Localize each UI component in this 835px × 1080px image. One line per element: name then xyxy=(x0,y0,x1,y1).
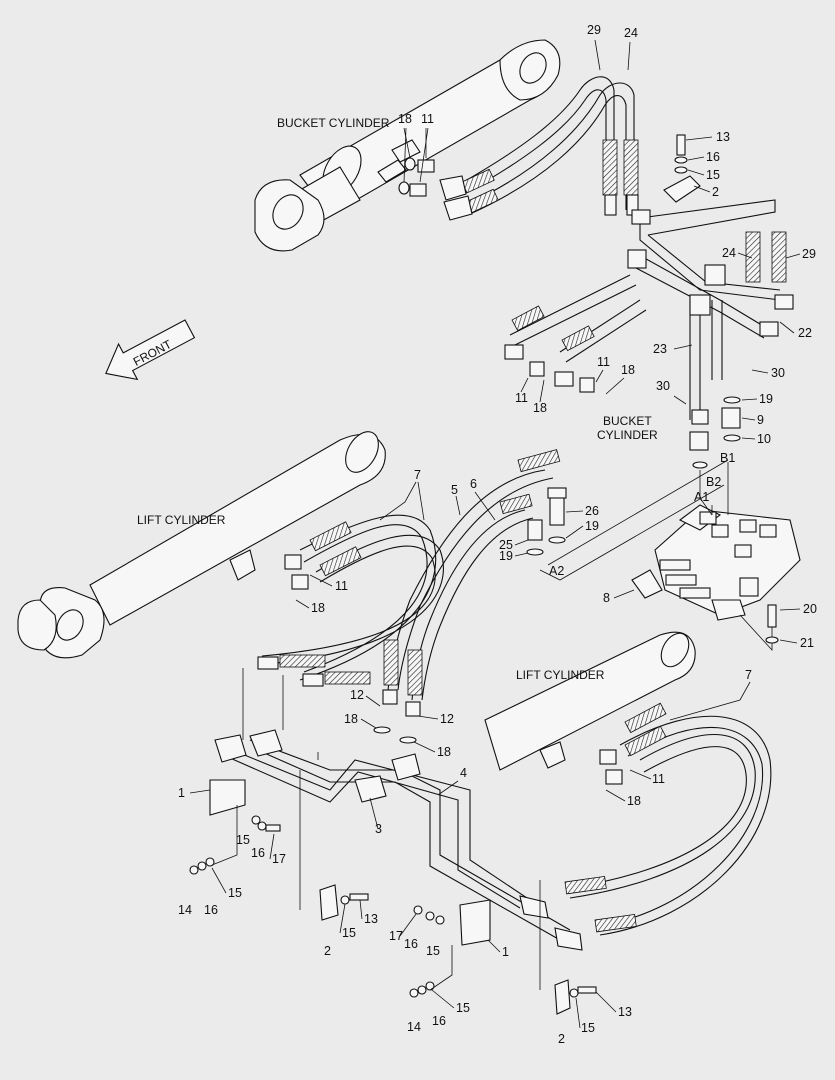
text-labels: BUCKET CYLINDER BUCKET CYLINDER LIFT CYL… xyxy=(131,116,735,682)
callout: 12 xyxy=(350,688,364,702)
callout: 3 xyxy=(375,822,382,836)
label-bucket-mid-1: BUCKET xyxy=(603,414,652,428)
callout: 30 xyxy=(656,379,670,393)
callout: 7 xyxy=(745,668,752,682)
hose-mid-bucket xyxy=(504,274,647,393)
callout: 16 xyxy=(251,846,265,860)
callout: 17 xyxy=(389,929,403,943)
callout: 2 xyxy=(712,185,719,199)
lift-cylinder-left xyxy=(17,431,386,659)
label-bucket-cylinder-top: BUCKET CYLINDER xyxy=(277,116,390,130)
callout-leaders xyxy=(189,39,801,1029)
callout: 5 xyxy=(451,483,458,497)
callout: 17 xyxy=(272,852,286,866)
callout: 4 xyxy=(460,766,467,780)
callout: 11 xyxy=(515,391,528,405)
hose-7-left xyxy=(257,514,444,687)
label-lift-cylinder-left: LIFT CYLINDER xyxy=(137,513,226,527)
label-lift-cylinder-right: LIFT CYLINDER xyxy=(516,668,605,682)
callout: 2 xyxy=(324,944,331,958)
label-port-a2: A2 xyxy=(549,564,564,578)
callout: 16 xyxy=(204,903,218,917)
callout: 24 xyxy=(624,26,638,40)
label-port-a1: A1 xyxy=(694,490,709,504)
callout: 15 xyxy=(228,886,242,900)
callout: 9 xyxy=(757,413,764,427)
callout: 18 xyxy=(437,745,451,759)
callout: 22 xyxy=(798,326,812,340)
callout: 19 xyxy=(585,519,599,533)
label-port-b2: B2 xyxy=(706,475,721,489)
callout: 20 xyxy=(803,602,817,616)
bucket-cylinder-top xyxy=(254,39,561,252)
callout: 11 xyxy=(652,772,665,786)
control-valve xyxy=(631,504,801,621)
callout: 2 xyxy=(558,1032,565,1046)
hose-7-right xyxy=(564,702,772,936)
bracket-top xyxy=(663,134,701,203)
callout: 18 xyxy=(344,712,358,726)
callout: 15 xyxy=(581,1021,595,1035)
callout-numbers: 29 24 18 11 13 16 15 2 24 29 22 23 11 18… xyxy=(178,23,817,1046)
callout: 19 xyxy=(499,549,513,563)
callout: 26 xyxy=(585,504,599,518)
callout: 16 xyxy=(706,150,720,164)
callout: 13 xyxy=(618,1005,632,1019)
callout: 19 xyxy=(759,392,773,406)
bottom-leaders xyxy=(211,668,541,991)
callout: 23 xyxy=(653,342,667,356)
callout: 12 xyxy=(440,712,454,726)
callout: 8 xyxy=(603,591,610,605)
callout: 15 xyxy=(426,944,440,958)
callout: 30 xyxy=(771,366,785,380)
callout: 29 xyxy=(587,23,601,37)
callout: 25 xyxy=(499,538,513,552)
callout: 11 xyxy=(335,579,348,593)
callout: 11 xyxy=(421,112,434,126)
front-arrow xyxy=(105,319,196,381)
callout: 18 xyxy=(398,112,412,126)
callout: 6 xyxy=(470,477,477,491)
callout: 24 xyxy=(722,246,736,260)
callout: 13 xyxy=(716,130,730,144)
callout: 14 xyxy=(407,1020,421,1034)
label-bucket-mid-2: CYLINDER xyxy=(597,428,658,442)
callout: 15 xyxy=(456,1001,470,1015)
callout: 18 xyxy=(627,794,641,808)
callout: 10 xyxy=(757,432,771,446)
label-port-b1: B1 xyxy=(720,451,735,465)
callout: 21 xyxy=(800,636,814,650)
callout: 14 xyxy=(178,903,192,917)
fittings-26-25 xyxy=(526,487,567,556)
callout: 11 xyxy=(597,355,610,369)
valve-leaders xyxy=(539,459,773,652)
callout: 15 xyxy=(236,833,250,847)
callout: 1 xyxy=(178,786,185,800)
callout: 15 xyxy=(706,168,720,182)
callout: 7 xyxy=(414,468,421,482)
steel-tubes-3-4 xyxy=(214,729,583,951)
callout: 13 xyxy=(364,912,378,926)
hose-5-6 xyxy=(373,449,561,744)
callout: 15 xyxy=(342,926,356,940)
bolt-20-21 xyxy=(765,604,779,644)
lift-cylinder-right xyxy=(484,631,696,771)
callout: 16 xyxy=(432,1014,446,1028)
callout: 18 xyxy=(311,601,325,615)
callout: 18 xyxy=(533,401,547,415)
hose-29-24-top xyxy=(439,76,639,221)
steel-tube-cluster xyxy=(627,199,794,420)
fittings-top xyxy=(398,157,435,197)
port-fittings-b1 xyxy=(689,396,741,469)
bottom-hardware xyxy=(189,779,597,1015)
callout: 16 xyxy=(404,937,418,951)
callout: 18 xyxy=(621,363,635,377)
callout: 1 xyxy=(502,945,509,959)
callout: 29 xyxy=(802,247,816,261)
